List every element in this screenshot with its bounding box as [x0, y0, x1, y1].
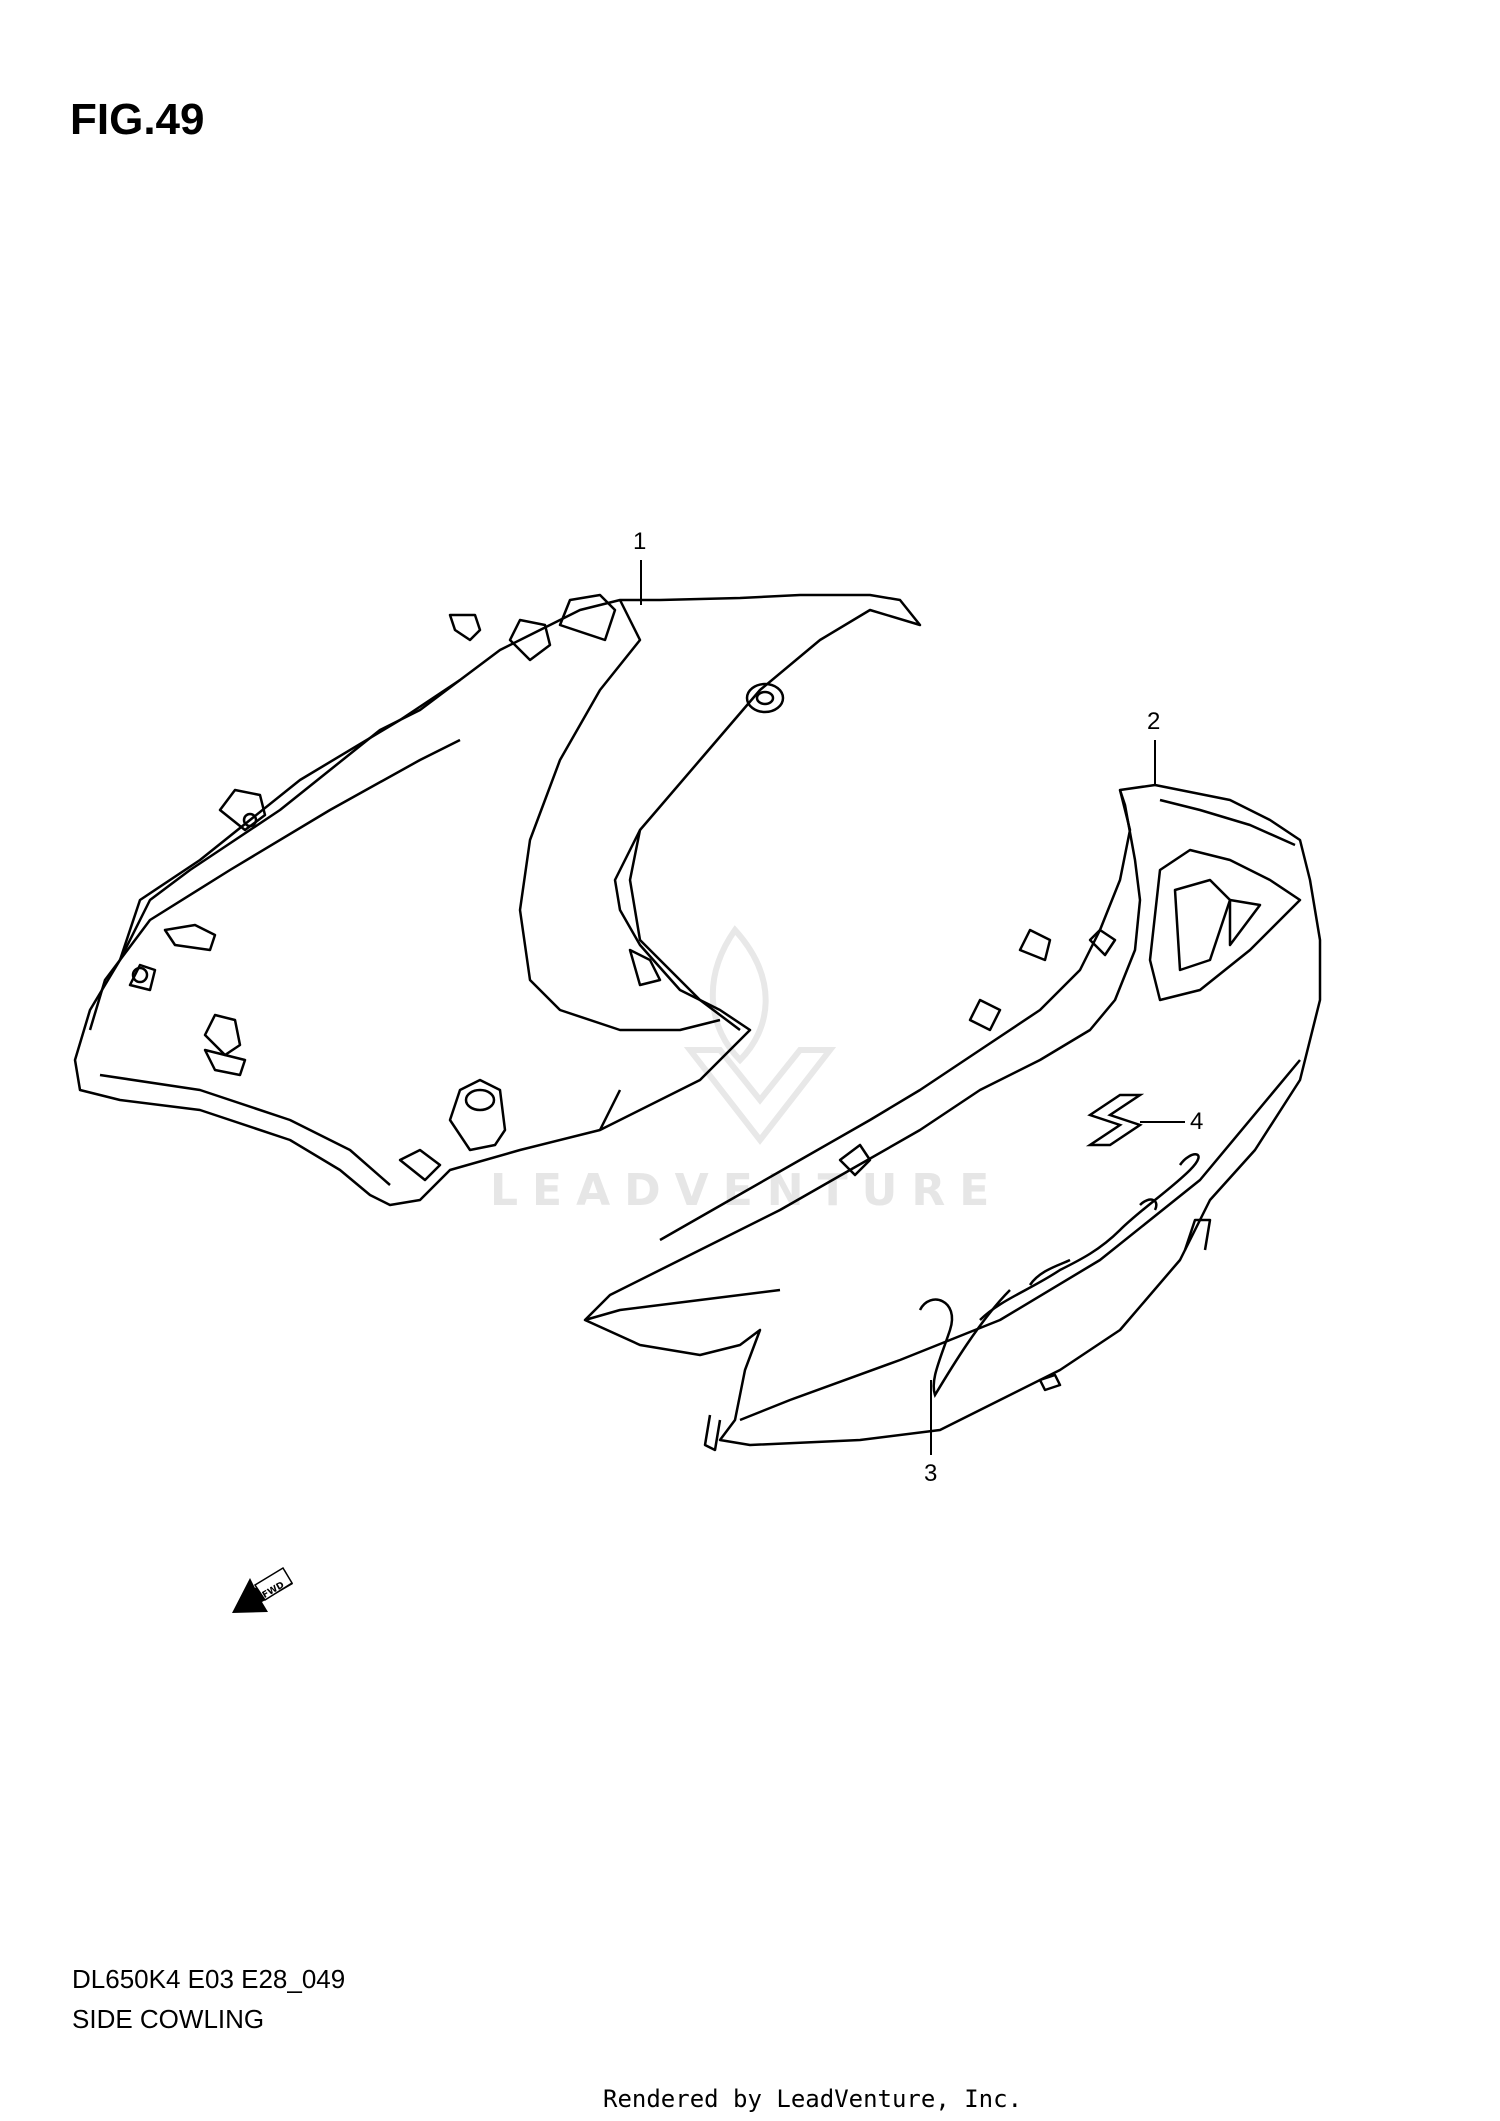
watermark-logo	[683, 925, 837, 1145]
side-cowling-left	[73, 593, 922, 1207]
diagram-title: SIDE COWLING	[72, 2004, 265, 2034]
rendered-by-credit: Rendered by LeadVenture, Inc.	[603, 2085, 1023, 2113]
callout-label: 2	[1147, 708, 1161, 735]
callout-label: 4	[1190, 1108, 1204, 1135]
diagram-code: DL650K4 E03 E28_049	[72, 1964, 346, 1994]
callout-label: 3	[924, 1460, 938, 1487]
leader-lines	[640, 560, 1185, 1455]
vstrom-emblem	[918, 1153, 1200, 1398]
forward-arrow-icon: FWD	[232, 1566, 294, 1613]
callout-label: 1	[633, 528, 647, 555]
watermark-text: LEADVENTURE	[490, 1165, 1004, 1216]
suzuki-emblem	[1085, 1093, 1145, 1147]
side-cowling-right	[583, 783, 1322, 1452]
figure-title: FIG.49	[70, 95, 205, 144]
